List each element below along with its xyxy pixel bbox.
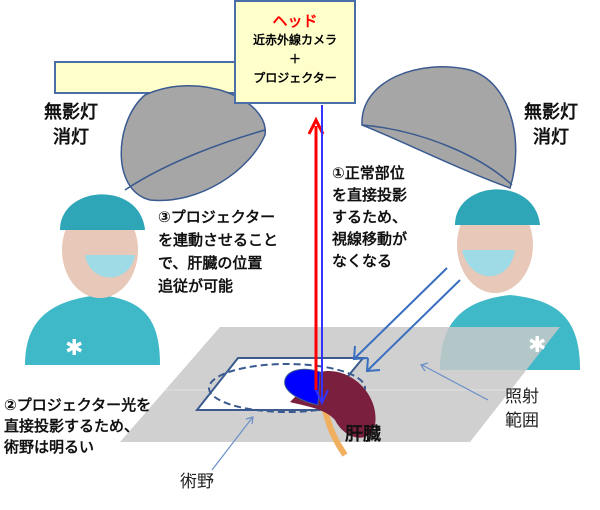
note-3-line: を連動させること xyxy=(158,231,279,249)
note-1: ①正常部位 を直接投影 するため、 視線移動が なくなる xyxy=(332,162,407,272)
ceiling-arm xyxy=(54,61,236,94)
surgeon-right xyxy=(440,189,580,370)
lamp-right-rim xyxy=(361,124,513,186)
projected-liver xyxy=(284,368,321,406)
blue-beam-arrowhead xyxy=(315,389,329,406)
surgical-field-label: 術野 xyxy=(180,472,214,492)
note-1-line: ①正常部位 xyxy=(332,164,405,182)
liver-label: 肝臓 xyxy=(345,424,381,445)
medical-star-icon: ✱ xyxy=(65,336,83,361)
surgeon-left: ✱ xyxy=(25,194,160,365)
lamp-left-line2: 消灯 xyxy=(53,127,89,148)
note-3-line: 追従が可能 xyxy=(158,277,234,295)
note-3-line: で、肝臓の位置 xyxy=(158,254,263,272)
medical-star-icon: ✱ xyxy=(528,333,546,358)
irradiation-range-line: 照射 xyxy=(505,387,539,407)
note-1-line: 視線移動が xyxy=(332,230,408,248)
note-1-line: するため、 xyxy=(332,208,408,226)
head-camera: 近赤外線カメラ xyxy=(252,33,337,47)
bile-duct xyxy=(322,409,348,457)
surgical-lamp-right xyxy=(361,66,517,189)
note-1-line: なくなる xyxy=(332,252,393,270)
head-title: ヘッド xyxy=(272,12,318,30)
lamp-right-label: 無影灯 消灯 xyxy=(524,100,578,150)
pointer-lines xyxy=(211,362,489,471)
note-2-line: 直接投影するため、 xyxy=(4,417,140,435)
head-plus: ＋ xyxy=(288,52,301,66)
note-2: ②プロジェクター光を 直接投影するため、 術野は明るい xyxy=(4,395,151,458)
gaze-arrows xyxy=(352,267,461,373)
lamp-left-rim xyxy=(124,129,266,191)
note-2-line: ②プロジェクター光を xyxy=(4,396,152,414)
irradiation-range-line: 範囲 xyxy=(505,411,539,431)
irradiation-range-label: 照射 範囲 xyxy=(505,385,539,433)
lamp-right-line1: 無影灯 xyxy=(524,102,578,123)
surgical-field-outline xyxy=(208,363,366,413)
note-3: ③プロジェクター を連動させること で、肝臓の位置 追従が可能 xyxy=(158,206,278,298)
lamp-right-line2: 消灯 xyxy=(533,127,569,148)
note-3-line: ③プロジェクター xyxy=(158,208,276,226)
head-projector: プロジェクター xyxy=(253,71,337,85)
lamp-left-line1: 無影灯 xyxy=(44,102,98,123)
red-beam-arrowhead xyxy=(307,116,325,135)
head-unit: ヘッド 近赤外線カメラ ＋ プロジェクター xyxy=(234,0,356,104)
note-1-line: を直接投影 xyxy=(332,186,408,204)
lamp-left-label: 無影灯 消灯 xyxy=(44,100,98,150)
note-2-line: 術野は明るい xyxy=(4,438,95,456)
